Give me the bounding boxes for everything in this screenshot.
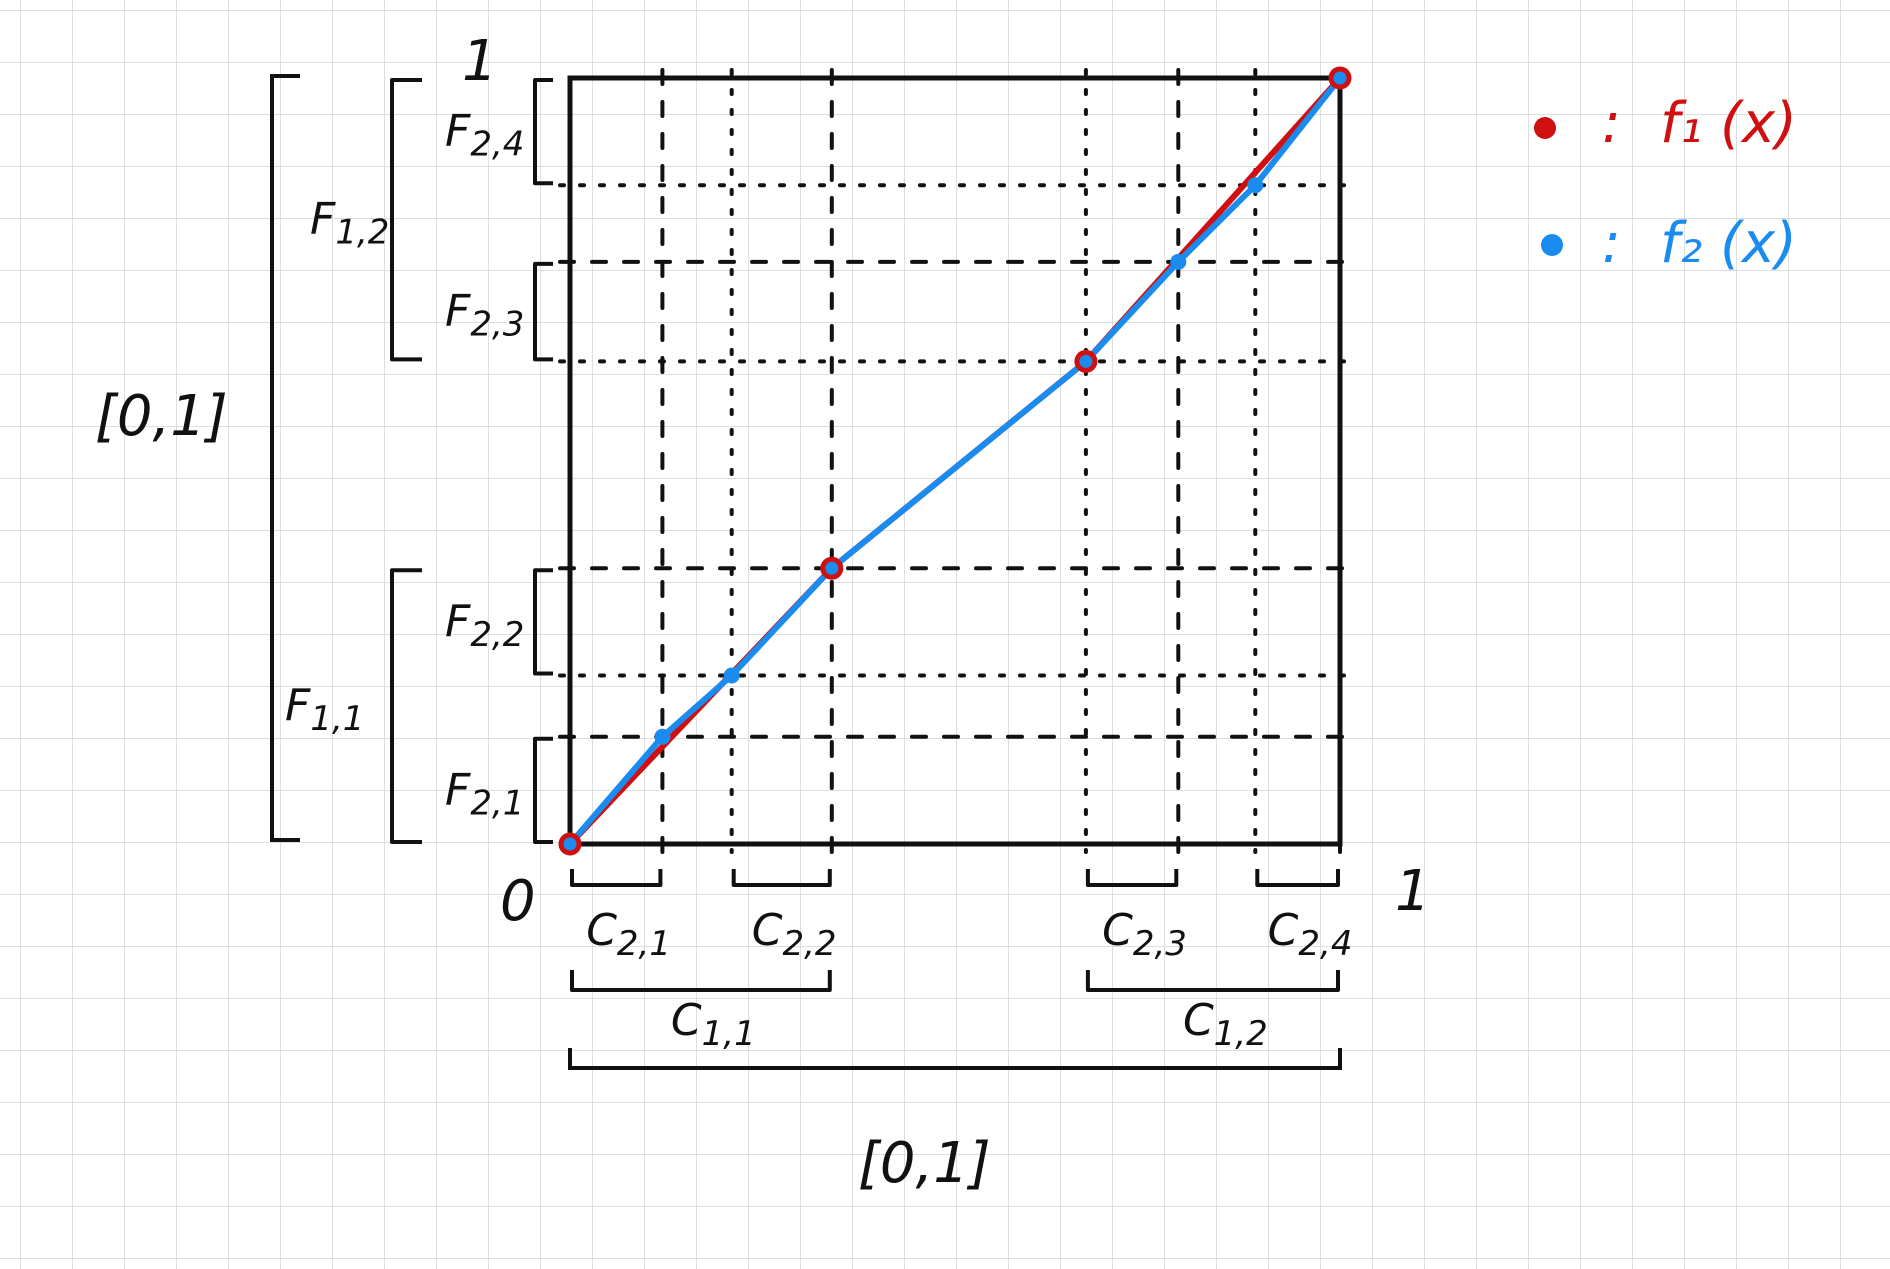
- point-f2: [823, 560, 840, 577]
- x-interval-1-1-subscript: 1,1: [702, 1014, 756, 1054]
- point-f2: [723, 667, 740, 684]
- x-interval-1-1-bracket: [570, 970, 832, 992]
- y-interval-1-1-subscript: 1,1: [310, 699, 364, 739]
- unit-square-frame: [567, 75, 1343, 847]
- y-interval-2-1-subscript: 2,1: [470, 783, 524, 823]
- point-f2: [562, 836, 578, 852]
- y-interval-2-4-subscript: 2,4: [470, 125, 524, 165]
- point-f2: [1170, 253, 1187, 270]
- x-end-label: 1: [1395, 859, 1431, 924]
- x-interval-2-1-subscript: 2,1: [617, 924, 671, 964]
- grid-lines: [558, 68, 1354, 854]
- y-interval-1-1-bracket: [390, 568, 422, 844]
- x-interval-2-3-subscript: 2,3: [1133, 924, 1187, 964]
- legend-separator-f2: :: [1602, 211, 1621, 276]
- x-interval-2-4-bracket: [1255, 869, 1340, 887]
- y-interval-2-1-bracket: [533, 736, 553, 844]
- legend: : f₁ (x) : f₂ (x): [1534, 91, 1797, 276]
- point-f1: [558, 832, 582, 856]
- point-f2: [654, 728, 671, 745]
- x-interval-2-3-bracket: [1085, 869, 1179, 887]
- y-interval-2-3-bracket: [533, 261, 553, 362]
- point-f1: [1074, 349, 1098, 373]
- x-full-interval-bracket: [568, 1048, 1342, 1070]
- point-f1: [1328, 66, 1352, 90]
- origin-label: 0: [500, 869, 536, 934]
- y-interval-2-2-bracket: [533, 568, 553, 676]
- y-interval-1-2-subscript: 1,2: [335, 213, 389, 253]
- legend-marker-f1: [1534, 117, 1556, 139]
- y-interval-2-3-subscript: 2,3: [470, 305, 524, 345]
- series-layer: [558, 66, 1352, 856]
- x-interval-2-2-bracket: [731, 869, 832, 887]
- x-interval-2-1-bracket: [570, 869, 663, 887]
- point-f2: [1332, 70, 1348, 86]
- legend-marker-f2: [1541, 234, 1563, 256]
- y-interval-1-2-bracket: [390, 78, 422, 362]
- x-interval-label: [0,1]: [858, 1131, 991, 1196]
- x-interval-2-4-subscript: 2,4: [1298, 924, 1352, 964]
- y-end-label: 1: [462, 29, 498, 94]
- y-interval-label: [0,1]: [95, 384, 228, 449]
- x-interval-1-2-bracket: [1085, 970, 1340, 992]
- y-full-interval-bracket: [270, 74, 300, 842]
- y-interval-1-2-label: F1,2: [310, 194, 389, 253]
- x-interval-2-1-label: C2,1: [586, 905, 671, 964]
- legend-separator-f1: :: [1602, 91, 1621, 156]
- point-f2: [1247, 177, 1264, 194]
- point-f2: [1077, 353, 1094, 370]
- y-interval-2-4-bracket: [533, 78, 553, 186]
- x-interval-2-2-subscript: 2,2: [782, 924, 836, 964]
- x-interval-1-2-subscript: 1,2: [1214, 1014, 1268, 1054]
- y-interval-2-2-subscript: 2,2: [470, 615, 524, 655]
- series-line-f2: [567, 75, 1343, 847]
- legend-label-f1: f₁ (x): [1660, 91, 1797, 156]
- legend-label-f2: f₂ (x): [1660, 211, 1797, 276]
- point-f1: [820, 556, 844, 580]
